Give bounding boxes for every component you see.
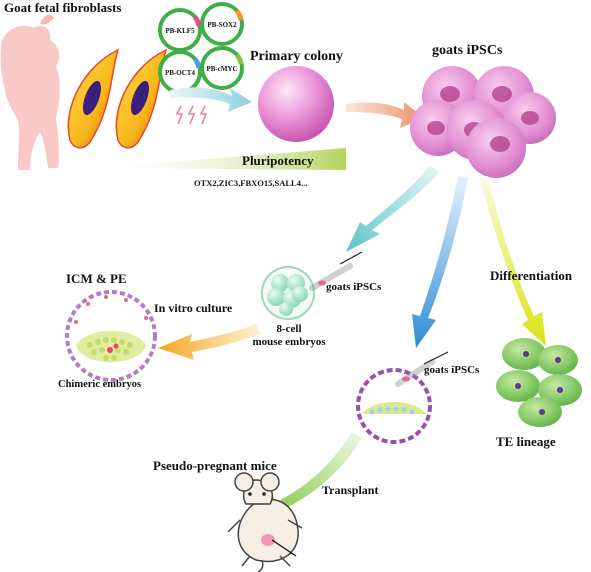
label-marker-genes: OTX2,ZIC3,FBXO15,SALL4... — [194, 178, 307, 188]
arrow-to-colony — [170, 87, 252, 112]
label-goat-fetal-fibroblasts: Goat fetal fibroblasts — [4, 0, 121, 15]
mouse-icon — [227, 472, 303, 572]
arrow-to-ipscs — [346, 102, 424, 128]
blastocyst-icon — [356, 368, 432, 444]
arrow-to-8cell — [346, 166, 440, 252]
electroporation-icon — [175, 105, 208, 125]
plasmid-oct4: PB-OCT4 — [158, 50, 202, 94]
label-pseudo-pregnant-mice: Pseudo-pregnant mice — [153, 458, 277, 473]
label-in-vitro-culture: In vitro culture — [154, 301, 233, 315]
injection-pipette-bottom — [395, 351, 449, 387]
label-pluripotency: Pluripotency — [242, 153, 314, 168]
plasmid-label: PB-SOX2 — [207, 21, 237, 29]
eight-cell-embryo-icon — [261, 266, 315, 320]
ipsc-cluster — [410, 66, 556, 178]
plasmid-label: PB-OCT4 — [165, 69, 195, 77]
plasmid-sox2: PB-SOX2 — [200, 2, 244, 46]
injection-pipette-top — [309, 251, 363, 291]
plasmid-label: PB-KLF5 — [165, 27, 195, 35]
label-icm-pe: ICM & PE — [66, 271, 127, 286]
arrow-to-blastocyst — [412, 176, 468, 348]
label-goats-ipscs: goats iPSCs — [432, 43, 503, 58]
label-chimeric-embryos: Chimeric embryos — [58, 379, 141, 390]
goat-silhouette-icon — [0, 14, 60, 170]
te-lineage-cells — [496, 338, 582, 427]
label-goats-ipscs-injection-top: goats iPSCs — [326, 281, 382, 293]
arrow-in-vitro-culture — [158, 324, 260, 360]
label-8-cell: 8-cell — [276, 323, 301, 335]
primary-colony-icon — [258, 66, 334, 142]
label-transplant: Transplant — [322, 483, 378, 497]
plasmid-label: PB-cMYC — [206, 65, 237, 73]
plasmid-klf5: PB-KLF5 — [158, 8, 202, 52]
arrow-to-te-lineage — [480, 176, 546, 346]
chimeric-embryo-icon — [65, 290, 157, 382]
plasmid-cmyc: PB-cMYC — [200, 46, 244, 90]
label-mouse-embryos: mouse embryos — [252, 336, 326, 348]
label-goats-ipscs-injection-bottom: goats iPSCs — [424, 364, 480, 376]
pluripotency-bar — [96, 148, 346, 170]
plasmid-vectors: PB-KLF5 PB-SOX2 PB-OCT4 PB-cMYC — [158, 2, 244, 94]
label-differentiation: Differentiation — [490, 268, 573, 283]
fibroblast-cells — [67, 48, 168, 149]
label-primary-colony: Primary colony — [250, 49, 343, 64]
label-te-lineage: TE lineage — [496, 434, 556, 449]
